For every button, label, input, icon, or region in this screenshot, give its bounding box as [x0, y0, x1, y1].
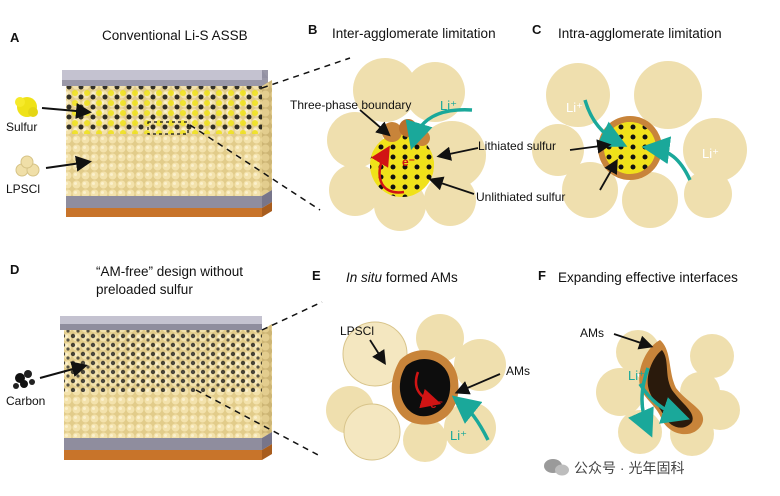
panel-title-e-italic: In situ [346, 270, 383, 285]
li-arrow-c1 [583, 99, 628, 147]
label-ams-f: AMs [580, 326, 604, 340]
battery-stack-a [62, 70, 272, 217]
lithiated-arrow [436, 146, 479, 161]
panel-letter-b: B [308, 22, 318, 37]
electron-arrow-e [414, 371, 442, 409]
panel-letter-e: E [312, 268, 321, 283]
panel-letter-c: C [532, 22, 542, 37]
panel-title-a: Conventional Li-S ASSB [102, 28, 248, 43]
watermark: 公众号 · 光年固科 [574, 458, 684, 478]
label-li-f: Li⁺ [628, 368, 645, 383]
c-arrow-1 [569, 139, 612, 154]
panel-letter-a: A [10, 30, 20, 45]
li-arrow-f1 [628, 367, 654, 438]
unlithiated-arrow [428, 176, 475, 195]
zoom-line-bottom-a [189, 124, 321, 211]
label-li-b: Li⁺ [440, 98, 457, 113]
li-arrow-e [451, 395, 490, 441]
tpb-arrow [359, 109, 391, 137]
lpscl-arrow [45, 155, 92, 172]
label-unlithiated-sulfur: Unlithiated sulfur [476, 190, 566, 204]
legend-carbon: Carbon [6, 394, 46, 408]
wechat-icon [544, 459, 569, 476]
label-ams-e: AMs [506, 364, 530, 378]
watermark-text: 公众号 · 光年固科 [574, 460, 685, 476]
agglomerate-f [596, 330, 740, 456]
panel-title-b: Inter-agglomerate limitation [332, 26, 496, 41]
zoom-box-a [147, 121, 189, 135]
legend-sulfur: Sulfur [6, 120, 38, 134]
legend-lpscl: LPSCl [6, 182, 41, 196]
panel-letter-d: D [10, 262, 20, 277]
label-li-c2: Li⁺ [702, 146, 719, 161]
zoom-line-top-d [261, 301, 323, 331]
panel-letter-f: F [538, 268, 546, 283]
label-li-c1: Li⁺ [566, 100, 583, 115]
electron-arrow-b [370, 145, 405, 194]
label-e-b: e⁻ [402, 155, 416, 169]
zoom-line-bottom-d [195, 389, 321, 457]
carbon-legend-icon [13, 370, 35, 389]
zoom-line-top-a [261, 57, 351, 89]
panel-title-d-line2: preloaded sulfur [96, 282, 193, 297]
sulfur-legend-icon [15, 97, 38, 117]
battery-stack-d [60, 316, 272, 460]
li-arrow-c2 [641, 136, 692, 181]
ams-arrow-f [613, 333, 654, 350]
sulfur-arrow [41, 102, 92, 119]
panel-title-d-line1: “AM-free” design without [96, 264, 244, 279]
panel-title-e-rest: formed AMs [382, 270, 458, 285]
agglomerate-b [327, 58, 486, 231]
panel-title-e: In situ formed AMs [346, 270, 458, 285]
label-e-e: e⁻ [430, 397, 444, 411]
label-lpscl-e: LPSCl [340, 324, 375, 338]
panel-title-c: Intra-agglomerate limitation [558, 26, 722, 41]
li-arrow-f2 [638, 383, 690, 424]
label-three-phase-boundary: Three-phase boundary [290, 98, 412, 112]
li-arrow-b [405, 108, 473, 151]
ams-arrow-e [454, 373, 501, 395]
label-li-e: Li⁺ [450, 428, 467, 443]
lpscl-arrow-e [369, 339, 386, 366]
lpscl-legend-icon [15, 155, 40, 177]
c-arrow-2 [599, 158, 618, 191]
panel-title-f: Expanding effective interfaces [558, 270, 738, 285]
label-lithiated-sulfur: Lithiated sulfur [478, 139, 557, 153]
carbon-arrow [39, 361, 88, 379]
